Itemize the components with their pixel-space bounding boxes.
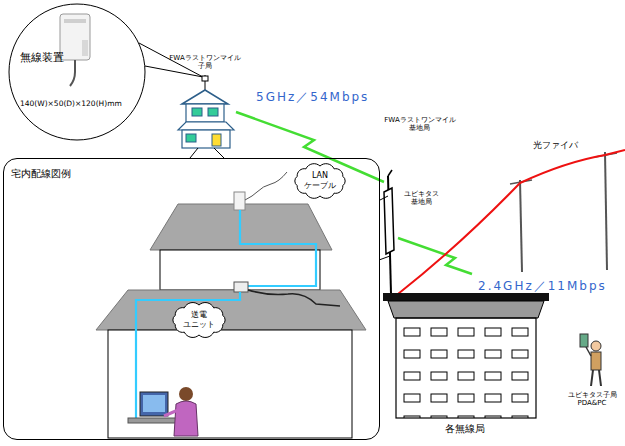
cloud-shape <box>295 164 345 199</box>
circle-shape <box>9 4 145 140</box>
region-frame: LAN ケーブル送電 ユニット 宅内配線図例 <box>3 158 380 440</box>
cloud-shape <box>173 303 225 338</box>
dimension-text: 140(W)×50(D)×120(H)mm <box>20 99 122 108</box>
wireless-link <box>398 238 472 274</box>
building-label: 各無線局 <box>445 423 485 435</box>
utility-pole <box>510 152 617 272</box>
node-title: 送電 ユニット <box>183 310 215 329</box>
cable-label: 光ファイバ <box>533 140 578 151</box>
callout-cloud: 送電 ユニット <box>168 299 230 341</box>
pda-user <box>580 334 601 386</box>
antenna-tower <box>379 170 394 294</box>
subscriber-house <box>178 75 234 158</box>
node-title: 無線装置 <box>20 51 64 64</box>
radio-station-building <box>383 293 549 418</box>
radio-device <box>60 14 90 86</box>
station-label: FWAラストワンマイル 子局 <box>169 54 240 71</box>
station-label: ユビキタス 基地局 <box>404 190 439 207</box>
optical-fiber <box>398 150 625 294</box>
callout-outline <box>8 3 146 141</box>
callout-circle: 無線装置 140(W)×50(D)×120(H)mm <box>8 3 146 141</box>
link-label: 2.4GHz／11Mbps <box>478 279 607 293</box>
station-label: FWAラストワンマイル 基地局 <box>384 116 455 133</box>
callout-cloud: LAN ケーブル <box>290 160 350 202</box>
house-cross-section <box>96 172 366 438</box>
node-title: 宅内配線図例 <box>11 168 71 180</box>
terminal-label: ユビキタス子局 PDA&PC <box>568 391 617 408</box>
link-label: 5GHz／54Mbps <box>256 90 369 104</box>
node-title: LAN ケーブル <box>304 171 336 190</box>
